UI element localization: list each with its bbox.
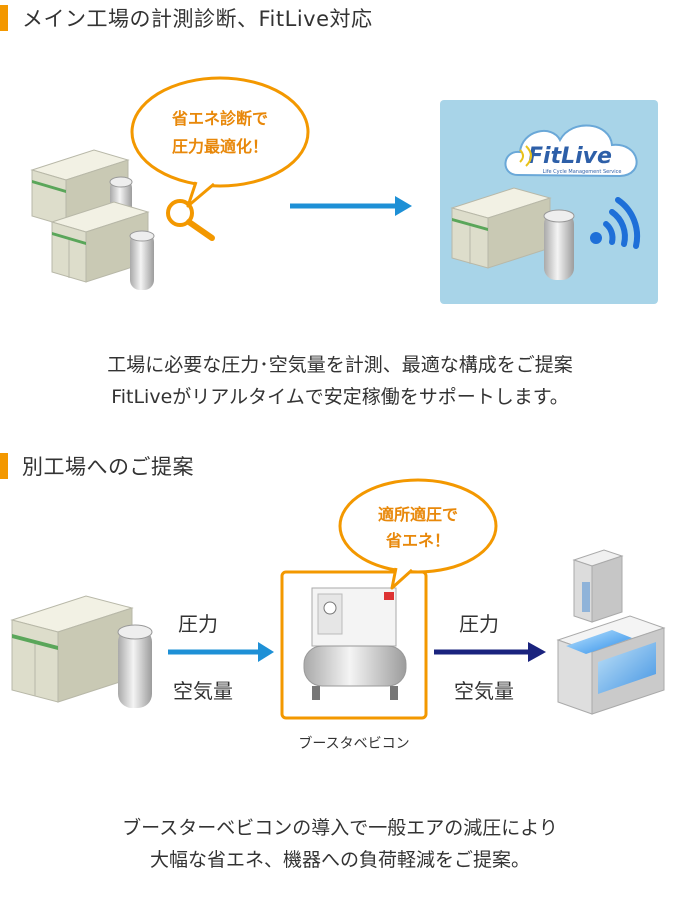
magnifier-icon: [166, 199, 215, 241]
fitlive-logo-text: FitLive: [528, 144, 612, 169]
bubble-line1: 省エネ診断で: [171, 109, 268, 128]
fitlive-panel: FitLive Life Cycle Management Service: [440, 100, 658, 304]
bubble-line2: 省エネ！: [385, 531, 450, 550]
section2-heading-text: 別工場へのご提案: [22, 455, 194, 479]
machine-tool-icon: [556, 549, 666, 715]
label-pressure-left: 圧力: [178, 612, 218, 636]
speech-bubble: 省エネ診断で 圧力最適化！: [130, 76, 310, 208]
wifi-signal-icon: [590, 197, 641, 249]
cloud-icon: [504, 124, 638, 178]
heading-accent-bar: [0, 5, 8, 31]
compressor-unit-icon: [50, 201, 155, 290]
flow-arrow-icon: [168, 642, 274, 662]
section1-illustration: 省エネ診断で 圧力最適化！ FitLive Life Cycle Managem…: [30, 76, 658, 304]
heading-accent-bar: [0, 453, 8, 479]
description-line: FitLiveがリアルタイムで安定稼働をサポートします。: [111, 386, 569, 408]
flow-arrow-icon: [434, 642, 546, 662]
compressor-unit-icon: [10, 595, 153, 708]
fitlive-logo-tagline: Life Cycle Management Service: [543, 169, 622, 175]
description-line: 工場に必要な圧力･空気量を計測、最適な構成をご提案: [107, 354, 573, 376]
bubble-line2: 圧力最適化！: [172, 137, 268, 156]
description-line: 大幅な省エネ、機器への負荷軽減をご提案。: [149, 849, 530, 871]
label-air-left: 空気量: [173, 679, 233, 703]
section2-description: ブースターベビコンの導入で一般エアの減圧により 大幅な省エネ、機器への負荷軽減を…: [0, 812, 680, 876]
speech-bubble: 適所適圧で 省エネ！: [338, 478, 498, 590]
flow-arrow-icon: [290, 196, 412, 216]
device-caption: ブースタベビコン: [298, 736, 410, 752]
section2-illustration: 適所適圧で 省エネ！: [10, 478, 666, 720]
section1-heading-text: メイン工場の計測診断、FitLive対応: [22, 7, 373, 31]
bubble-line1: 適所適圧で: [378, 505, 458, 524]
section1-heading: メイン工場の計測診断、FitLive対応: [0, 3, 373, 33]
section2-heading: 別工場へのご提案: [0, 451, 194, 481]
section1-description: 工場に必要な圧力･空気量を計測、最適な構成をご提案 FitLiveがリアルタイム…: [0, 349, 680, 413]
booster-bebicon-icon: [303, 587, 407, 700]
label-pressure-right: 圧力: [459, 612, 499, 636]
description-line: ブースターベビコンの導入で一般エアの減圧により: [122, 817, 558, 839]
compressor-unit-icon: [450, 187, 575, 280]
label-air-right: 空気量: [454, 679, 514, 703]
